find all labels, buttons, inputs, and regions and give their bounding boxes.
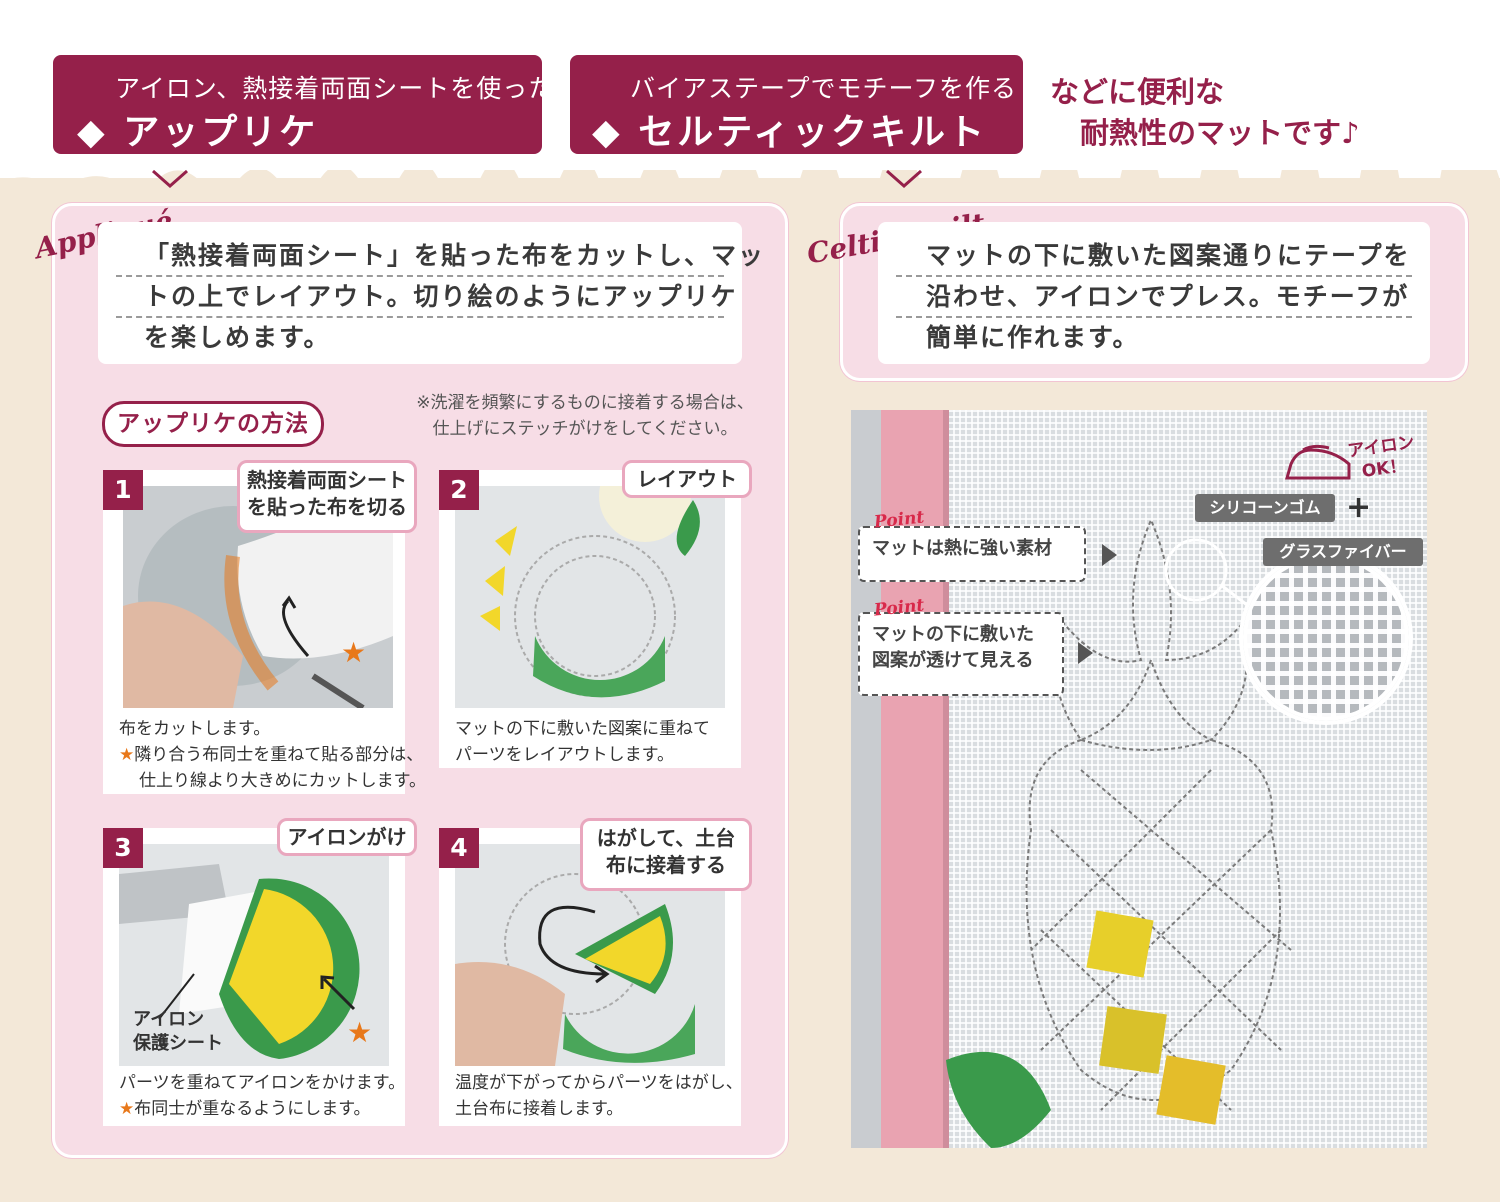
chevron-down-icon (152, 169, 188, 189)
celtic-intro-box: マットの下に敷いた図案通りにテープを 沿わせ、アイロンでプレス。モチーフが 簡単… (878, 222, 1430, 364)
caption-line-3: 仕上り線より大きめにカットします。 (139, 771, 426, 791)
magnified-fiber (1243, 555, 1409, 721)
caption-line-1: 温度が下がってからパーツをはがし、 (455, 1073, 743, 1093)
handy-line-2: 耐熱性のマットです♪ (1080, 116, 1360, 150)
caption-line-1: マットの下に敷いた図案に重ねて (455, 719, 710, 739)
caption-line-1: パーツを重ねてアイロンをかけます。 (119, 1073, 406, 1093)
step-4-caption: 温度が下がってからパーツをはがし、 土台布に接着します。 (455, 1070, 743, 1122)
fiber-tag: グラスファイバー (1263, 538, 1423, 566)
celtic-tag-title: ◆ セルティックキルト (592, 112, 988, 153)
step-2-label: レイアウト (622, 460, 752, 498)
mat-photo: アイロン OK！ シリコーンゴム + グラスファイバー (851, 410, 1427, 1148)
step-1-label-line-2: を貼った布を切る (247, 495, 407, 519)
step-4-label: はがして、土台 布に接着する (580, 818, 752, 891)
step-4-label-line-1: はがして、土台 (596, 826, 736, 850)
step-number: 2 (439, 470, 479, 510)
caption-line-2: ★隣り合う布同士を重ねて貼る部分は、 (119, 742, 426, 768)
arrow-right-icon (1102, 544, 1117, 566)
mat-photo-illustration (851, 410, 1413, 1148)
caption-line-2-text: 隣り合う布同士を重ねて貼る部分は、 (134, 745, 424, 765)
iron-sheet-label: アイロン 保護シート (133, 1008, 223, 1056)
star-mark: ★ (347, 1016, 373, 1049)
star-mark: ★ (119, 1099, 135, 1119)
ironing-photo-illustration (119, 844, 389, 1066)
step-number: 4 (439, 828, 479, 868)
step-2-photo (455, 486, 725, 708)
wash-note: ※洗濯を頻繁にするものに接着する場合は、 仕上げにステッチがけをしてください。 (410, 390, 760, 442)
step-1-label: 熱接着両面シート を貼った布を切る (237, 460, 417, 533)
arrow-right-icon (1078, 642, 1093, 664)
step-2-caption: マットの下に敷いた図案に重ねて パーツをレイアウトします。 (455, 716, 710, 768)
applique-header-tag: アイロン、熱接着両面シートを使った ◆ アップリケ (53, 55, 553, 154)
step-number: 1 (103, 470, 143, 510)
applique-tag-subtitle: アイロン、熱接着両面シートを使った (115, 74, 555, 103)
torn-paper-edge (0, 170, 1500, 188)
step-1-caption: 布をカットします。 ★隣り合う布同士を重ねて貼る部分は、 仕上り線より大きめにカ… (119, 716, 426, 794)
applique-intro-line-2: トの上でレイアウト。切り絵のようにアップリケ (116, 278, 736, 318)
celtic-intro-line-2: 沿わせ、アイロンでプレス。モチーフが (896, 278, 1412, 318)
caption-line-2: ★布同士が重なるようにします。 (119, 1096, 405, 1122)
step-3-caption: パーツを重ねてアイロンをかけます。 ★布同士が重なるようにします。 (119, 1070, 405, 1122)
caption-line-2: パーツをレイアウトします。 (455, 745, 674, 765)
point-2-line-2: 図案が透けて見える (872, 650, 1034, 671)
applique-intro-line-3: を楽しめます。 (144, 323, 331, 352)
iron-sheet-label-line-2: 保護シート (133, 1033, 223, 1054)
iron-ok-label: アイロン OK！ (1346, 432, 1419, 485)
celtic-header-tag: バイアステープでモチーフを作る ◆ セルティックキルト (570, 55, 1023, 154)
caption-line-2-text: 布同士が重なるようにします。 (134, 1099, 371, 1119)
step-1-label-line-1: 熱接着両面シート (247, 468, 407, 492)
star-mark: ★ (119, 745, 135, 765)
applique-intro-line-1: 「熱接着両面シート」を貼った布をカットし、マッ (116, 237, 763, 277)
point-box-1: マットは熱に強い素材 (858, 526, 1086, 582)
step-number: 3 (103, 828, 143, 868)
applique-intro-box: 「熱接着両面シート」を貼った布をカットし、マッ トの上でレイアウト。切り絵のよう… (98, 222, 763, 364)
point-box-2: マットの下に敷いた 図案が透けて見える (858, 612, 1064, 696)
silicone-tag: シリコーンゴム (1195, 494, 1335, 522)
point-2-line-1: マットの下に敷いた (872, 624, 1034, 645)
applique-tag-title: ◆ アップリケ (77, 112, 319, 153)
iron-icon (1285, 444, 1351, 480)
layout-photo-illustration (455, 486, 725, 708)
step-2-card: 2 マットの下に敷いた図案に重ねて パーツをレイアウトします。 (439, 470, 741, 768)
wash-note-line-1: ※洗濯を頻繁にするものに接着する場合は、 (416, 393, 754, 413)
point-1-line-1: マットは熱に強い素材 (872, 538, 1052, 559)
wash-note-line-2: 仕上げにステッチがけをしてください。 (432, 419, 738, 439)
celtic-tag-subtitle: バイアステープでモチーフを作る (630, 74, 1018, 103)
plus-sign: + (1346, 490, 1372, 525)
step-3-photo: アイロン 保護シート ★ (119, 844, 389, 1066)
iron-sheet-label-line-1: アイロン (133, 1009, 205, 1030)
star-mark: ★ (341, 636, 367, 669)
chevron-down-icon (886, 169, 922, 189)
cutting-photo-illustration (123, 486, 393, 708)
caption-line-1: 布をカットします。 (119, 719, 271, 739)
step-4-label-line-2: 布に接着する (606, 853, 726, 877)
step-3-label: アイロンがけ (277, 818, 417, 856)
celtic-intro-line-1: マットの下に敷いた図案通りにテープを (896, 237, 1412, 277)
step-3-card: アイロン 保護シート ★ 3 パーツを重ねてアイロンをかけます。 ★布同士が重な… (103, 828, 405, 1126)
celtic-intro-line-3: 簡単に作れます。 (926, 323, 1140, 352)
handy-line-1: などに便利な (1050, 75, 1225, 109)
caption-line-2: 土台布に接着します。 (455, 1099, 624, 1119)
method-title: アップリケの方法 (102, 401, 324, 447)
